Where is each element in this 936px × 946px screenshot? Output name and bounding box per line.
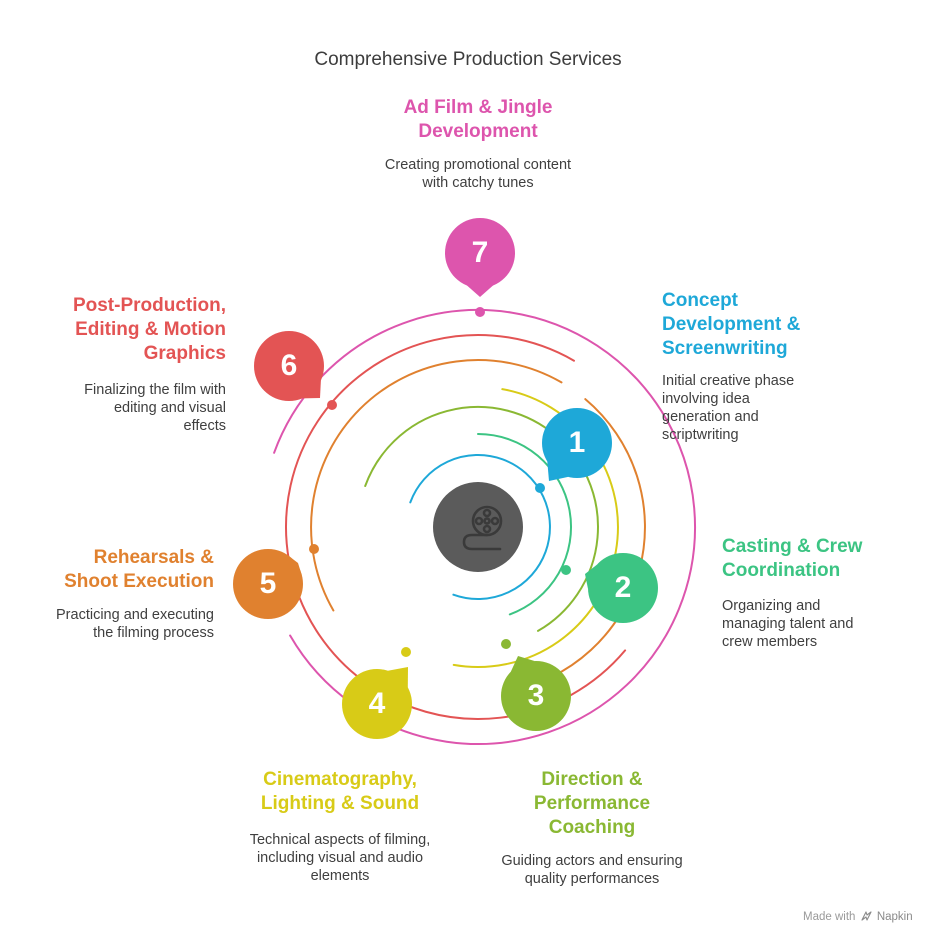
step-2-title: Casting & Crew Coordination xyxy=(722,536,863,581)
made-with-label: Made with xyxy=(803,911,856,923)
step-1-number: 1 xyxy=(569,426,586,459)
dot-step-5 xyxy=(309,544,319,554)
step-1-title: Concept Development & Screenwriting xyxy=(662,290,801,359)
step-3-title: Direction & Performance Coaching xyxy=(533,769,651,838)
step-3-badge-circle xyxy=(501,661,571,731)
step-7-title-line-1: Ad Film & Jingle xyxy=(403,97,553,118)
step-5-number: 5 xyxy=(260,567,277,600)
dot-step-2 xyxy=(561,565,571,575)
step-1-badge: 1 xyxy=(542,408,612,481)
dot-step-7 xyxy=(475,307,485,317)
arc-dots xyxy=(309,307,571,657)
step-2-badge: 2 xyxy=(585,553,658,623)
step-2-number: 2 xyxy=(615,571,632,604)
step-7-title: Ad Film & Jingle Development xyxy=(338,96,618,144)
step-3-number: 3 xyxy=(528,679,545,712)
step-4-description: Technical aspects of filming, including … xyxy=(249,832,431,884)
arc-step-1 xyxy=(409,454,551,600)
dot-step-6 xyxy=(327,400,337,410)
step-3-badge: 3 xyxy=(501,656,571,731)
step-6-badge-circle xyxy=(254,331,324,401)
step-7-number: 7 xyxy=(472,236,489,269)
step-4-badge: 4 xyxy=(342,667,412,739)
dot-step-3 xyxy=(501,639,511,649)
step-7-badge: 7 xyxy=(445,218,515,297)
step-6-number: 6 xyxy=(281,349,298,382)
film-reel-icon xyxy=(462,505,503,551)
step-6-badge: 6 xyxy=(254,331,324,401)
step-badges: 1 2 3 4 5 6 7 xyxy=(233,218,658,739)
page-title: Comprehensive Production Services xyxy=(314,49,622,70)
step-7-description: Creating promotional content with catchy… xyxy=(384,157,572,191)
footer-credit: Made with Napkin xyxy=(803,911,913,923)
arc-step-7 xyxy=(273,309,696,745)
dot-step-1 xyxy=(535,483,545,493)
dot-step-4 xyxy=(401,647,411,657)
napkin-brand-label: Napkin xyxy=(876,911,913,923)
step-2-badge-circle xyxy=(588,553,658,623)
center-hub xyxy=(433,482,523,572)
step-5-badge: 5 xyxy=(233,549,303,619)
step-7-title-line-2: Development xyxy=(418,121,538,142)
step-5-badge-circle xyxy=(233,549,303,619)
step-3-description: Guiding actors and ensuring quality perf… xyxy=(501,853,683,887)
step-4-title: Cinematography, Lighting & Sound xyxy=(260,769,420,814)
step-6-description: Finalizing the film with editing and vis… xyxy=(84,382,226,434)
center-circle xyxy=(433,482,523,572)
step-2-description: Organizing and managing talent and crew … xyxy=(722,598,854,650)
napkin-logo-icon xyxy=(861,911,872,921)
step-7-badge-circle xyxy=(445,218,515,288)
step-1-badge-circle xyxy=(542,408,612,478)
step-5-description: Practicing and executing the filming pro… xyxy=(56,607,214,641)
step-6-title: Post-Production, Editing & Motion Graphi… xyxy=(72,295,226,364)
arc-step-2 xyxy=(477,433,572,616)
step-5-title: Rehearsals & Shoot Execution xyxy=(64,547,214,592)
step-4-badge-circle xyxy=(342,669,412,739)
step-1-description: Initial creative phase involving idea ge… xyxy=(662,373,795,443)
step-7-badge-pointer xyxy=(467,285,493,297)
arc-step-5 xyxy=(310,359,563,612)
step-4-number: 4 xyxy=(369,687,386,720)
